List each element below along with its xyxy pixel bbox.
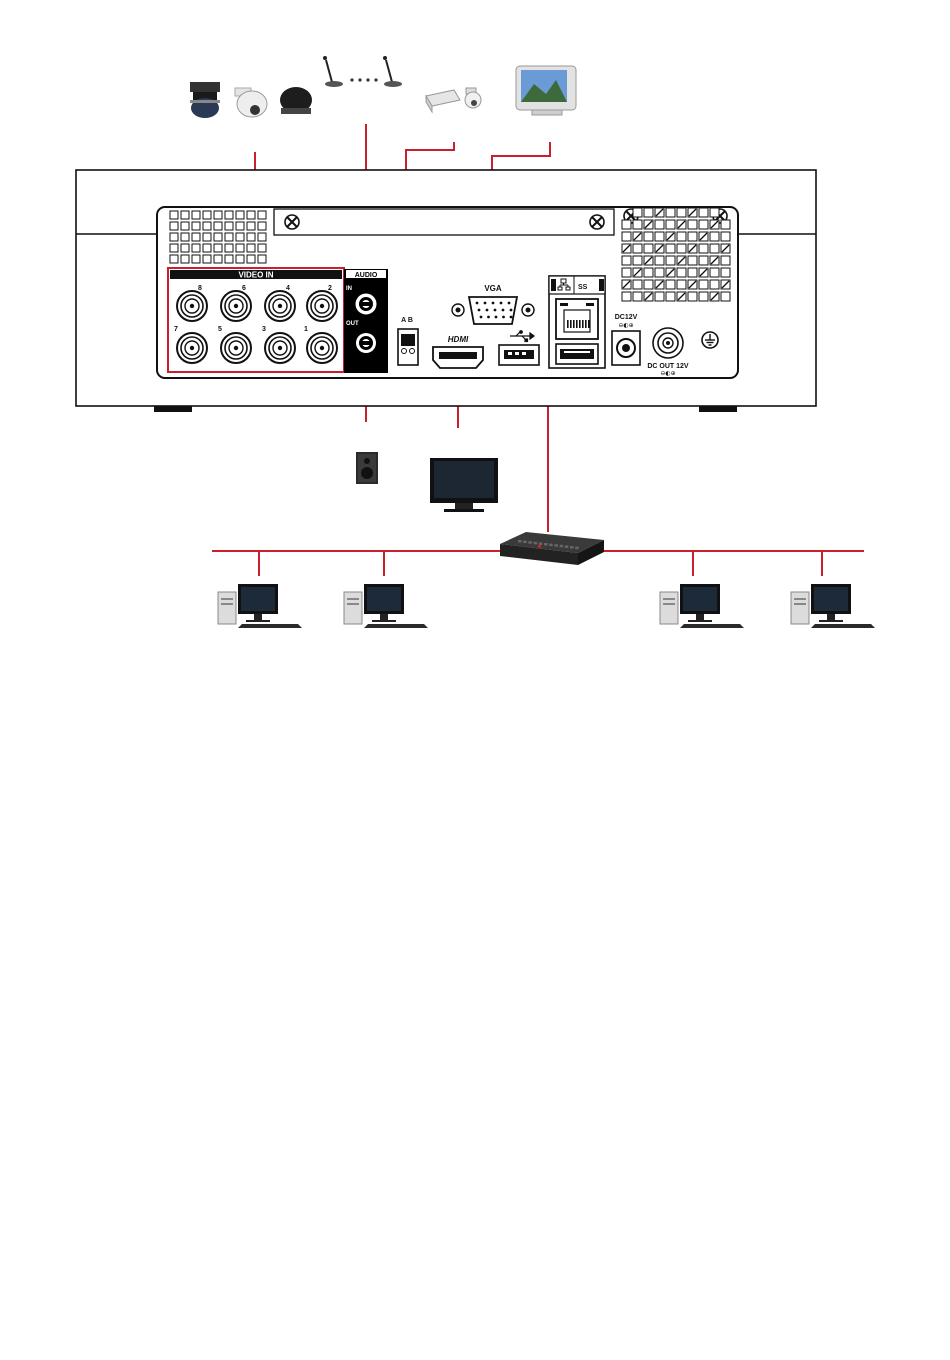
channel-label: 4	[286, 285, 290, 292]
vent-grid-left	[170, 211, 266, 263]
lan-usb-stack: SS	[549, 276, 605, 368]
bnc-connector	[265, 333, 295, 363]
channel-label: 3	[262, 326, 266, 333]
bnc-connector	[307, 333, 337, 363]
monitor-icon	[516, 66, 576, 115]
usb-ss-label: SS	[578, 284, 588, 291]
switch-icon	[500, 532, 604, 565]
audio-out-label: OUT	[346, 321, 359, 327]
bnc-connector	[177, 333, 207, 363]
rs485-label: A B	[401, 317, 413, 324]
dvr-connection-diagram: VIDEO IN 8 6 4 2 7 5 3 1 AUDIO IN OUT A B VGA	[0, 0, 950, 700]
audio-block: AUDIO IN OUT	[344, 269, 388, 373]
channel-label: 1	[304, 326, 308, 333]
pc-icon	[791, 584, 875, 628]
ground-icon	[702, 332, 718, 348]
tv-icon	[430, 458, 498, 512]
svg-text:⊖◐⊕: ⊖◐⊕	[660, 370, 675, 377]
channel-label: 5	[218, 326, 222, 333]
speaker-icon	[356, 452, 378, 484]
bnc-connector	[177, 291, 207, 321]
dc-out-label: DC OUT 12V	[647, 363, 689, 370]
hdmi-label: HDMI	[448, 335, 469, 344]
audio-label: AUDIO	[355, 272, 378, 279]
pc-icon	[218, 584, 302, 628]
channel-label: 6	[242, 285, 246, 292]
video-in-label: VIDEO IN	[238, 271, 273, 280]
bnc-connector	[221, 333, 251, 363]
vga-label: VGA	[484, 284, 502, 293]
channel-label: 2	[328, 285, 332, 292]
bnc-connector	[265, 291, 295, 321]
audio-in-label: IN	[346, 286, 352, 292]
ptz-camera-icon	[426, 88, 481, 112]
bnc-connector	[221, 291, 251, 321]
channel-label: 7	[174, 326, 178, 333]
dc12v-label: DC12V	[615, 314, 638, 321]
pc-icon	[660, 584, 744, 628]
cameras-icon	[190, 82, 312, 118]
pc-icon	[344, 584, 428, 628]
svg-text:⊖◐⊕: ⊖◐⊕	[618, 322, 633, 329]
channel-label: 8	[198, 285, 202, 292]
bnc-connector	[307, 291, 337, 321]
microphones-icon	[323, 56, 402, 87]
